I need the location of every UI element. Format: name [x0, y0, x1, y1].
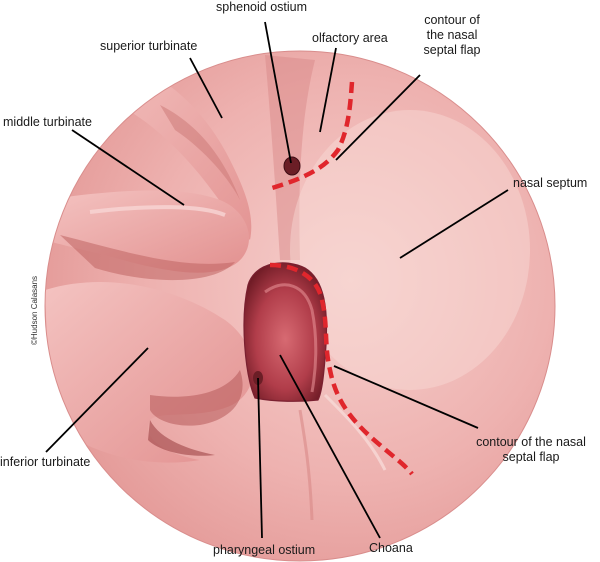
superior-turbinate-shadow: [160, 105, 240, 200]
label-inferior-turbinate: inferior turbinate: [0, 455, 91, 469]
leader-contour-top: [335, 74, 421, 161]
leader-choana: [279, 354, 381, 539]
leader-nasal-septum: [399, 189, 509, 259]
flap-contour-lower: [269, 262, 414, 476]
leader-sphenoid-ostium: [264, 21, 292, 164]
leader-lines: [45, 21, 509, 539]
inferior-meatus: [148, 420, 215, 456]
middle-turbinate-shadow: [60, 235, 235, 281]
endoscopic-view: [44, 21, 556, 562]
choana-inner-rim: [264, 283, 318, 393]
flap-contour-upper: [271, 81, 355, 191]
artist-credit: ©Hudson Calasans: [30, 275, 39, 345]
label-pharyngeal-ostium: pharyngeal ostium: [213, 543, 316, 557]
inferior-turbinate-shadow: [150, 370, 243, 426]
middle-turbinate-fold: [89, 205, 226, 217]
leader-pharyngeal-ostium: [257, 377, 263, 539]
sphenoid-ostium-hole: [283, 156, 301, 176]
label-contour-flap-top: contour of the nasal septal flap: [423, 13, 481, 57]
leader-olfactory-area: [319, 47, 337, 133]
leader-inferior-turbinate: [45, 347, 149, 453]
septum-highlight: [290, 110, 530, 390]
label-sphenoid-ostium: sphenoid ostium: [216, 0, 308, 14]
inferior-turbinate-shape: [45, 281, 253, 463]
label-contour-flap-bottom: contour of the nasal septal flap: [476, 435, 586, 464]
leader-superior-turbinate: [189, 57, 223, 119]
floor-streak: [323, 393, 387, 471]
view-circle-rim: [44, 50, 556, 562]
label-middle-turbinate: middle turbinate: [3, 115, 92, 129]
floor-streak: [298, 409, 314, 521]
label-superior-turbinate: superior turbinate: [100, 39, 198, 53]
leader-contour-bottom: [333, 365, 479, 429]
leader-middle-turbinate: [71, 129, 185, 206]
label-nasal-septum: nasal septum: [513, 176, 588, 190]
label-olfactory-area: olfactory area: [312, 31, 388, 45]
label-choana: Choana: [369, 541, 413, 555]
